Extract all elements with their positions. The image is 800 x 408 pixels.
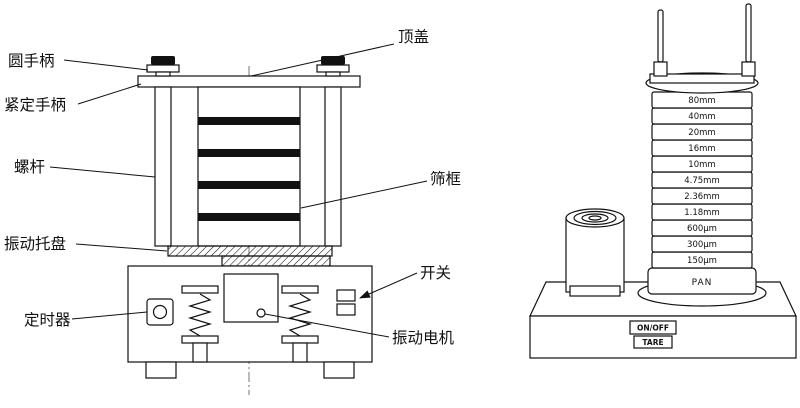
sieve-size-label: 16mm — [688, 144, 715, 154]
sieve-size-label: 40mm — [688, 112, 715, 122]
sieve-size-label: 20mm — [688, 128, 715, 138]
left-schematic: 圆手柄 紧定手柄 螺杆 振动托盘 定时器 顶盖 筛框 开关 — [4, 28, 461, 395]
foot-left — [145, 361, 177, 379]
sieve-size-label: 80mm — [688, 96, 715, 106]
label-sieve-frame: 筛框 — [430, 170, 461, 188]
pan-tier: PAN — [647, 267, 757, 295]
sieve-size-label: 2.36mm — [684, 192, 720, 202]
callout-sieve-frame: 筛框 — [300, 170, 461, 209]
sieve-size-label: 4.75mm — [684, 176, 720, 186]
sieve-frames — [198, 117, 300, 221]
callout-switch: 开关 — [359, 264, 451, 299]
label-screw-rod: 螺杆 — [14, 158, 45, 176]
callout-lock-handle: 紧定手柄 — [4, 83, 142, 114]
sieve-size-label: 150μm — [687, 256, 717, 266]
callout-screw-rod: 螺杆 — [14, 158, 156, 178]
top-clamp — [645, 72, 759, 94]
callout-vibration-motor: 振动电机 — [264, 313, 455, 347]
label-lock-handle: 紧定手柄 — [4, 96, 66, 114]
drive-motor — [565, 208, 625, 297]
top-cover-plate — [137, 75, 361, 88]
sieve-stack: 80mm 40mm 20mm 16mm 10mm 4.75mm 2.36mm 1… — [651, 91, 753, 269]
power-button[interactable] — [629, 320, 677, 335]
timer-unit — [146, 298, 174, 326]
sieve-size-label: 300μm — [687, 240, 717, 250]
foot-right — [323, 361, 355, 379]
label-top-cover: 顶盖 — [398, 28, 429, 46]
callout-top-cover: 顶盖 — [250, 28, 429, 77]
callout-timer: 定时器 — [24, 311, 148, 329]
sieve-size-label: 10mm — [688, 160, 715, 170]
control-panel: ON/OFF TARE — [629, 320, 677, 349]
sieve-size-label: 1.18mm — [684, 208, 720, 218]
power-button-label[interactable]: ON/OFF — [637, 324, 669, 333]
label-timer: 定时器 — [24, 311, 71, 329]
spring-assembly-left — [181, 285, 219, 363]
clamp-rod-left — [653, 9, 668, 77]
label-round-handle: 圆手柄 — [8, 52, 55, 70]
sieve-stack-outline — [197, 86, 301, 247]
pan-label: PAN — [692, 278, 713, 288]
label-vibration-tray: 振动托盘 — [4, 234, 66, 253]
right-machine: PAN 80mm 40mm 20mm 16mm 10mm 4.75mm 2.36… — [529, 3, 797, 359]
callout-round-handle: 圆手柄 — [8, 52, 149, 71]
screw-rod-right — [324, 86, 342, 247]
callout-vibration-tray: 振动托盘 — [4, 234, 168, 253]
vibration-tray-plate — [167, 245, 333, 257]
vibration-motor-block — [223, 273, 279, 323]
spring-assembly-right — [281, 285, 319, 363]
clamp-rod-right — [741, 3, 756, 77]
tray-mount — [221, 255, 331, 267]
switch-unit — [336, 289, 356, 316]
round-handle-left — [146, 56, 180, 77]
label-switch: 开关 — [420, 264, 451, 282]
tare-button-label[interactable]: TARE — [642, 338, 663, 347]
tare-button[interactable] — [633, 335, 673, 349]
round-handle-right — [316, 56, 350, 77]
label-vibration-motor: 振动电机 — [392, 329, 455, 347]
sieve-size-label: 600μm — [687, 224, 717, 234]
screw-rod-left — [154, 86, 172, 247]
